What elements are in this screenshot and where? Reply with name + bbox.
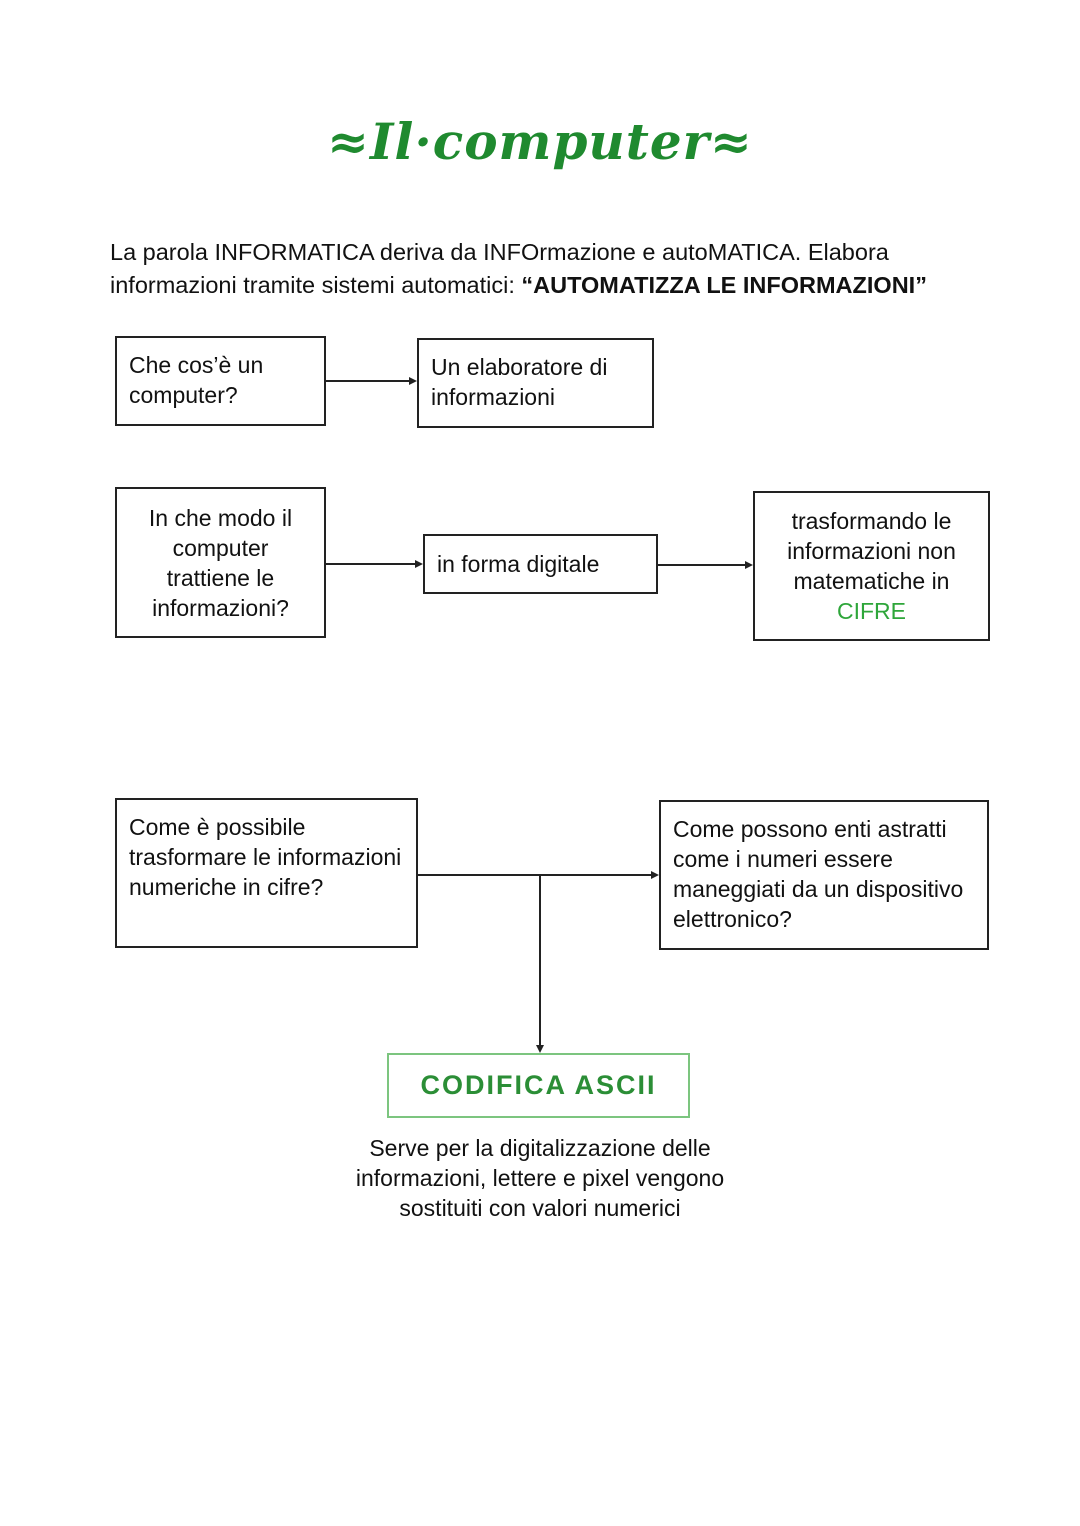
connector-line [658,564,745,566]
codifica-description: Serve per la digitalizzazione delle info… [355,1135,725,1221]
arrowhead-icon [415,560,423,568]
intro-line-2-bold: “AUTOMATIZZA LE INFORMAZIONI” [521,272,927,298]
box-question-3: Come è possibile trasformare le informaz… [115,798,418,948]
box-answer-2b: trasformando le informazioni non matemat… [753,491,990,641]
box-answer-1: Un elaboratore di informazioni [417,338,654,428]
arrowhead-icon [536,1045,544,1053]
box-question-1: Che cos’è un computer? [115,336,326,426]
answer-2b-text: trasformando le informazioni non matemat… [787,508,956,594]
box-question-4: Come possono enti astratti come i numeri… [659,800,989,950]
arrowhead-icon [651,871,659,879]
intro-line-2-text: informazioni tramite sistemi automatici: [110,272,522,298]
page-title: ≈Il·computer≈ [327,112,753,171]
connector-line [418,874,651,876]
connector-line-vertical [539,875,541,1045]
arrowhead-icon [409,377,417,385]
intro-line-1: La parola INFORMATICA deriva da INFOrmaz… [110,239,889,265]
intro-paragraph: La parola INFORMATICA deriva da INFOrmaz… [110,236,1030,302]
box-answer-2: in forma digitale [423,534,658,594]
arrowhead-icon [745,561,753,569]
connector-line [326,563,415,565]
box-question-2: In che modo il computer trattiene le inf… [115,487,326,638]
intro-line-2: informazioni tramite sistemi automatici:… [110,269,1030,302]
codifica-ascii-box: CODIFICA ASCII [387,1053,690,1118]
answer-2b-highlight: CIFRE [837,598,906,624]
connector-line [326,380,409,382]
